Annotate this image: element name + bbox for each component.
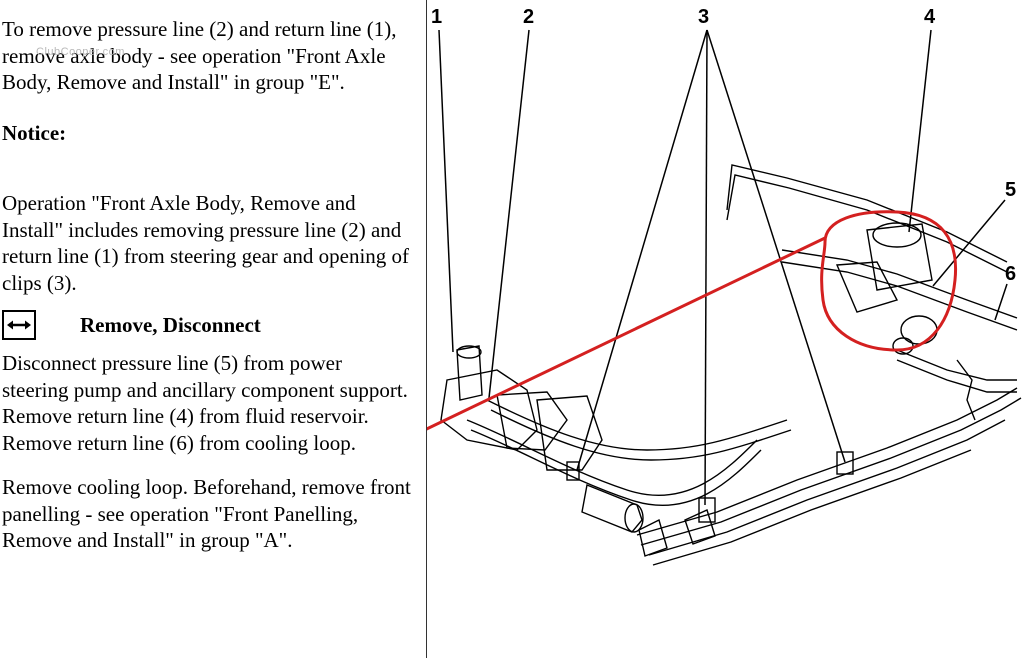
instruction-text: To remove pressure line (2) and return l… — [2, 16, 412, 554]
callout-4: 4 — [924, 6, 936, 28]
action-title: Remove, Disconnect — [80, 313, 261, 337]
leader-lines — [438, 29, 1008, 506]
callout-3: 3 — [698, 6, 709, 28]
watermark: ClubCooper.com — [36, 46, 125, 58]
hose-assembly — [440, 164, 1022, 566]
paragraph-cooling-loop: Remove cooling loop. Beforehand, remove … — [2, 475, 411, 552]
callout-1: 1 — [431, 6, 442, 28]
red-annotation — [427, 210, 958, 431]
callout-5: 5 — [1005, 179, 1016, 201]
notice-heading: Notice: — [2, 120, 67, 145]
paragraph-disconnect: Disconnect pressure line (5) from power … — [2, 351, 408, 455]
callout-2: 2 — [523, 6, 534, 28]
callout-6: 6 — [1005, 263, 1016, 285]
column-divider — [426, 0, 427, 658]
paragraph-notice: Operation "Front Axle Body, Remove and I… — [2, 191, 410, 295]
steering-lines-diagram: 1 2 3 4 5 6 — [427, 6, 1022, 566]
paragraph-remove-lines: To remove pressure line (2) and return l… — [2, 17, 397, 94]
double-arrow-icon — [2, 310, 36, 340]
action-heading: Remove, Disconnect — [2, 310, 412, 340]
